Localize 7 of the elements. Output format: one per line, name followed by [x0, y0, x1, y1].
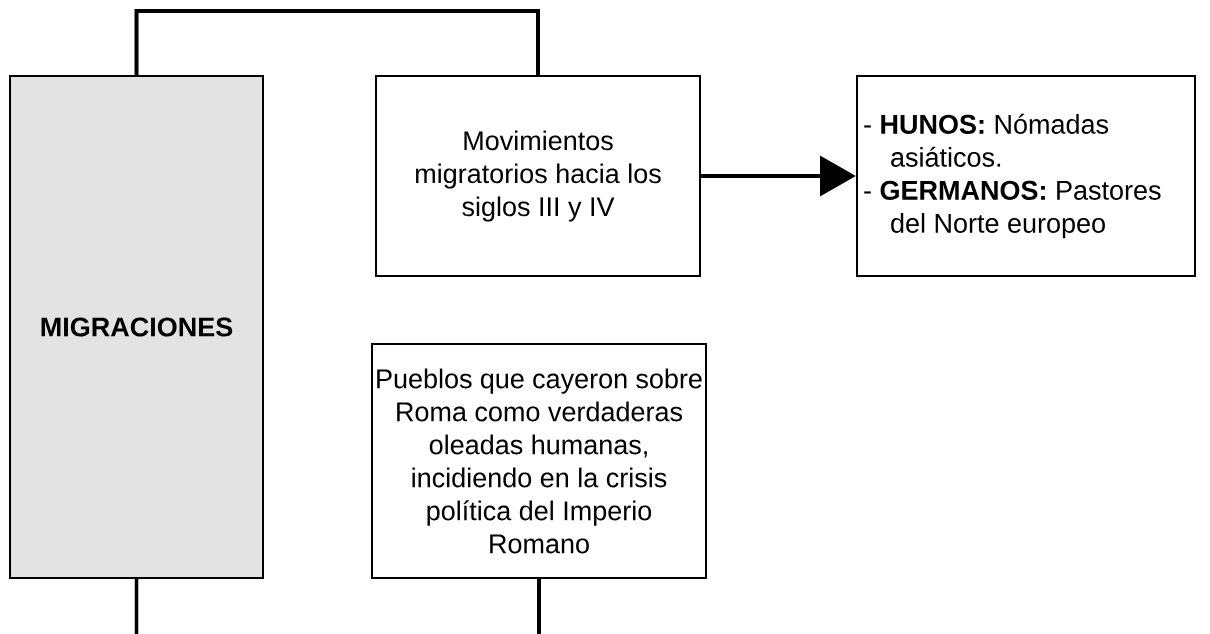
text-box: Movimientos migratorios hacia los siglos III y IV: [375, 75, 701, 277]
connector-line: [134, 579, 139, 634]
connector-line: [134, 9, 540, 75]
connector-line: [537, 579, 541, 634]
text-box: Pueblos que cayeron sobre Roma como verdaderas oleadas humanas, incidiendo en la crisis política del Imperio Romano: [371, 343, 707, 579]
category-box: MIGRACIONES: [9, 75, 264, 579]
text-box: - HUNOS: Nómadas asiáticos. - GERMANOS: Pastores del Norte europeo: [856, 75, 1196, 277]
